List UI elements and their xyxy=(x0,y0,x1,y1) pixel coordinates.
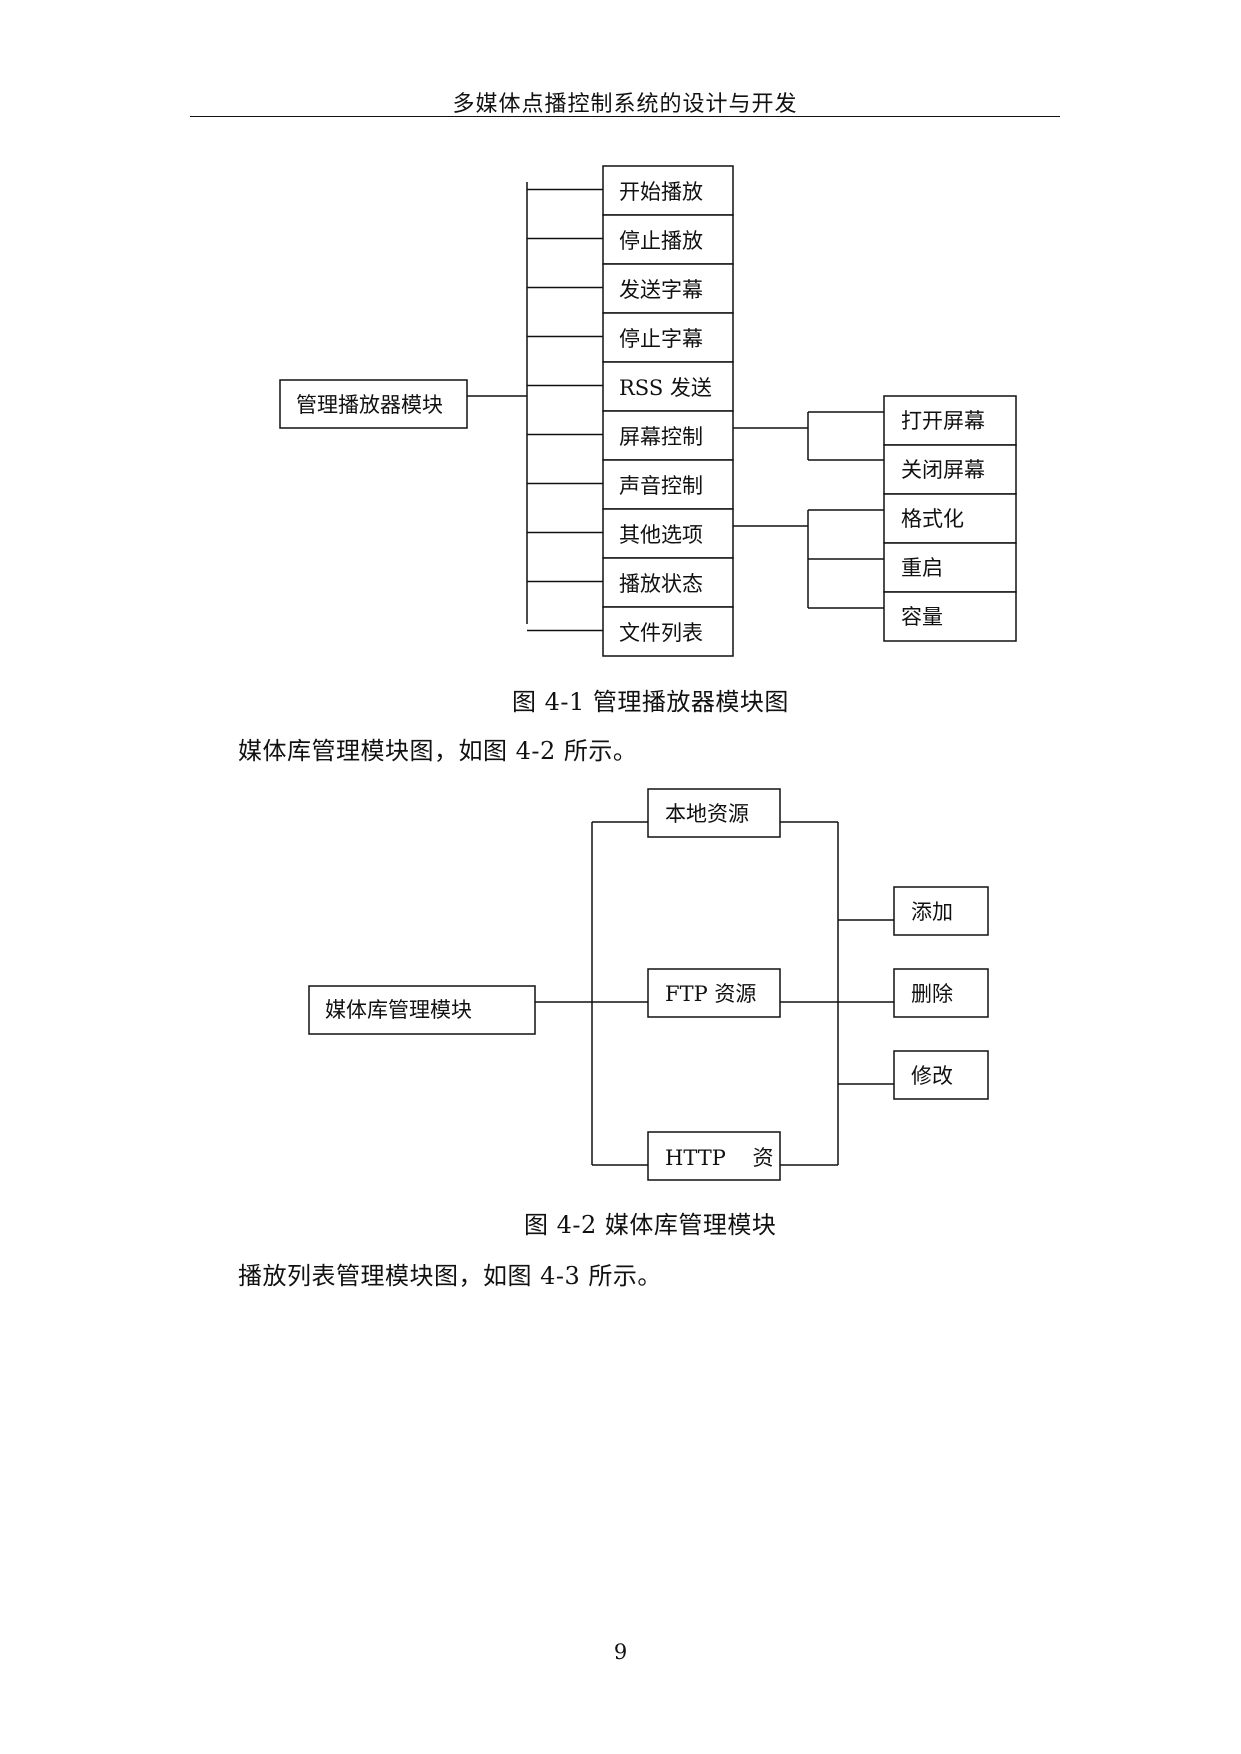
fig2-source-label-1: 本地资源 xyxy=(665,802,749,826)
paragraph-1: 媒体库管理模块图，如图 4-2 所示。 xyxy=(238,737,638,765)
fig2-action-label-1: 添加 xyxy=(911,900,953,924)
fig1-item-label: RSS 发送 xyxy=(619,376,712,400)
fig1-other-child-box-3 xyxy=(883,591,1017,642)
fig1-item-label: 停止字幕 xyxy=(619,327,703,351)
fig1-other-child-box-1 xyxy=(883,493,1017,544)
fig1-other-child-label-1: 格式化 xyxy=(901,507,964,531)
fig2-action-box-3 xyxy=(893,1050,989,1100)
fig1-item-box xyxy=(602,606,734,657)
fig1-screen-child-label-1: 打开屏幕 xyxy=(901,409,985,433)
fig2-action-label-3: 修改 xyxy=(911,1064,953,1088)
fig1-item-box xyxy=(602,312,734,363)
fig1-item-label: 声音控制 xyxy=(619,474,703,498)
fig1-item-box xyxy=(602,508,734,559)
figure-4-2-diagram: 媒体库管理模块 本地资源 FTP 资源 HTTP 资 添加 删除 修改 xyxy=(308,788,989,1181)
fig1-other-child-label-2: 重启 xyxy=(901,556,943,580)
figure-4-2-caption: 图 4-2 媒体库管理模块 xyxy=(524,1211,777,1239)
fig2-source-label-3: HTTP 资 xyxy=(665,1146,774,1170)
fig1-item-label: 文件列表 xyxy=(619,621,703,645)
fig1-item-label: 停止播放 xyxy=(619,229,703,253)
fig1-item-label: 发送字幕 xyxy=(619,278,703,302)
fig1-item-box xyxy=(602,361,734,412)
fig2-source-box-1 xyxy=(647,788,781,838)
fig1-item-label: 播放状态 xyxy=(619,572,703,596)
fig1-root-box xyxy=(279,379,468,429)
fig1-screen-child-box-1 xyxy=(883,395,1017,446)
fig1-item-label: 开始播放 xyxy=(619,180,703,204)
fig2-source-box-2 xyxy=(647,968,781,1018)
fig2-action-box-1 xyxy=(893,886,989,936)
fig1-item-box xyxy=(602,410,734,461)
page-number: 9 xyxy=(613,1640,628,1664)
fig1-item-box xyxy=(602,165,734,216)
fig1-item-box xyxy=(602,459,734,510)
fig1-item-label: 其他选项 xyxy=(619,523,703,547)
paragraph-2: 播放列表管理模块图，如图 4-3 所示。 xyxy=(238,1262,662,1290)
fig2-action-box-2 xyxy=(893,968,989,1018)
figure-4-1-caption: 图 4-1 管理播放器模块图 xyxy=(512,688,789,716)
fig1-screen-child-label-2: 关闭屏幕 xyxy=(901,458,985,482)
fig2-root-label: 媒体库管理模块 xyxy=(325,998,472,1022)
fig1-item-label: 屏幕控制 xyxy=(619,425,703,449)
fig2-source-box-3 xyxy=(647,1131,781,1181)
fig1-other-child-label-3: 容量 xyxy=(901,605,943,629)
page-header-title: 多媒体点播控制系统的设计与开发 xyxy=(452,92,798,117)
header-divider xyxy=(190,116,1060,117)
fig2-root-box xyxy=(308,985,536,1035)
fig1-item-box xyxy=(602,263,734,314)
fig2-action-label-2: 删除 xyxy=(911,982,953,1006)
fig1-item-box xyxy=(602,557,734,608)
fig1-root-label: 管理播放器模块 xyxy=(296,393,443,417)
fig1-other-child-box-2 xyxy=(883,542,1017,593)
fig2-source-label-2: FTP 资源 xyxy=(665,982,756,1006)
